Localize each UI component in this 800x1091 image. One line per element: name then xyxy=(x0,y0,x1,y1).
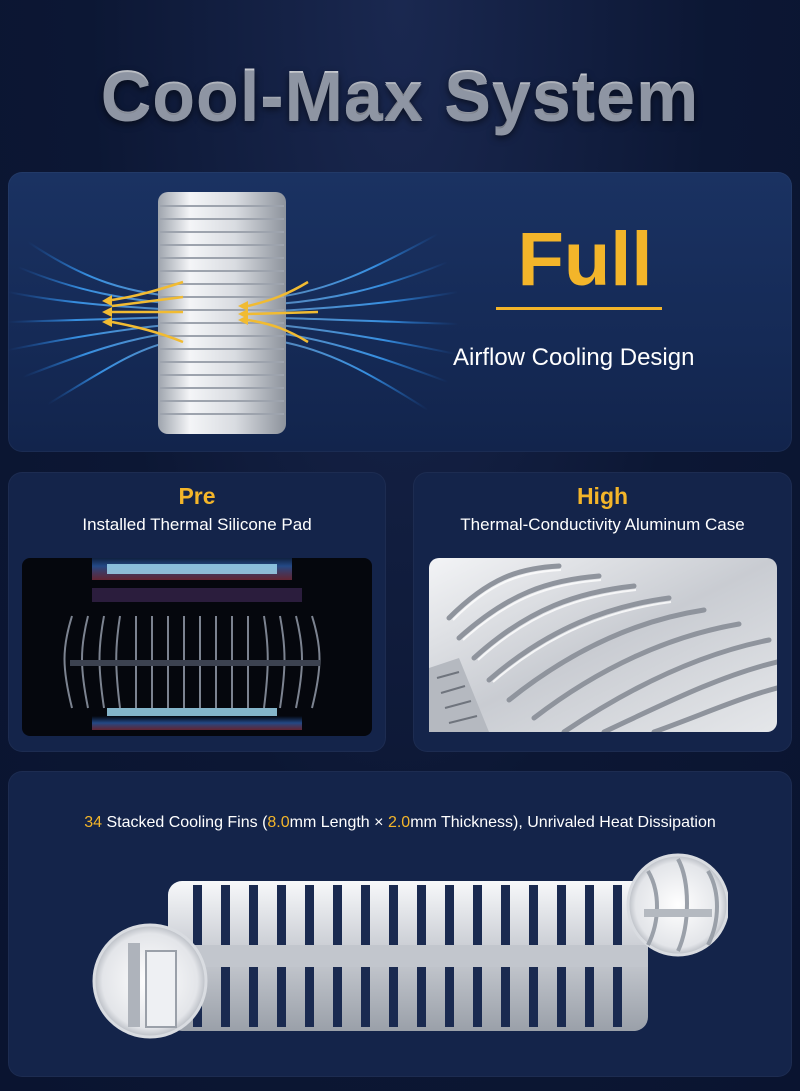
cooling-fins-caption: 34 Stacked Cooling Fins (8.0mm Length × … xyxy=(0,814,800,832)
airflow-heatsink-illustration xyxy=(8,192,459,434)
thermal-pad-panel xyxy=(8,472,386,752)
high-highlight: High xyxy=(576,483,629,509)
aluminum-case-caption: Thermal-Conductivity Aluminum Case xyxy=(460,515,745,534)
aluminum-case-illustration xyxy=(429,558,777,732)
fin-length: 8.0 xyxy=(267,814,290,831)
cooling-fins-panel xyxy=(8,771,792,1077)
page-title: Cool-Max System xyxy=(0,55,800,135)
aluminum-case-panel xyxy=(413,472,792,752)
fin-count: 34 xyxy=(84,814,102,831)
fin-thickness: 2.0 xyxy=(387,814,411,831)
fins-text-c: mm Thickness), Unrivaled Heat Dissipatio… xyxy=(410,814,716,831)
airflow-caption: Airflow Cooling Design xyxy=(453,344,695,371)
highlight-underline xyxy=(496,307,662,310)
fins-text-b: mm Length × xyxy=(289,814,388,831)
airflow-panel xyxy=(8,172,792,452)
full-highlight: Full xyxy=(517,217,653,302)
cooling-fins-illustration xyxy=(92,853,728,1039)
thermal-pad-illustration xyxy=(22,558,372,736)
pre-highlight: Pre xyxy=(178,483,216,509)
fins-text-a: Stacked Cooling Fins ( xyxy=(102,814,268,831)
thermal-pad-caption: Installed Thermal Silicone Pad xyxy=(82,515,312,534)
